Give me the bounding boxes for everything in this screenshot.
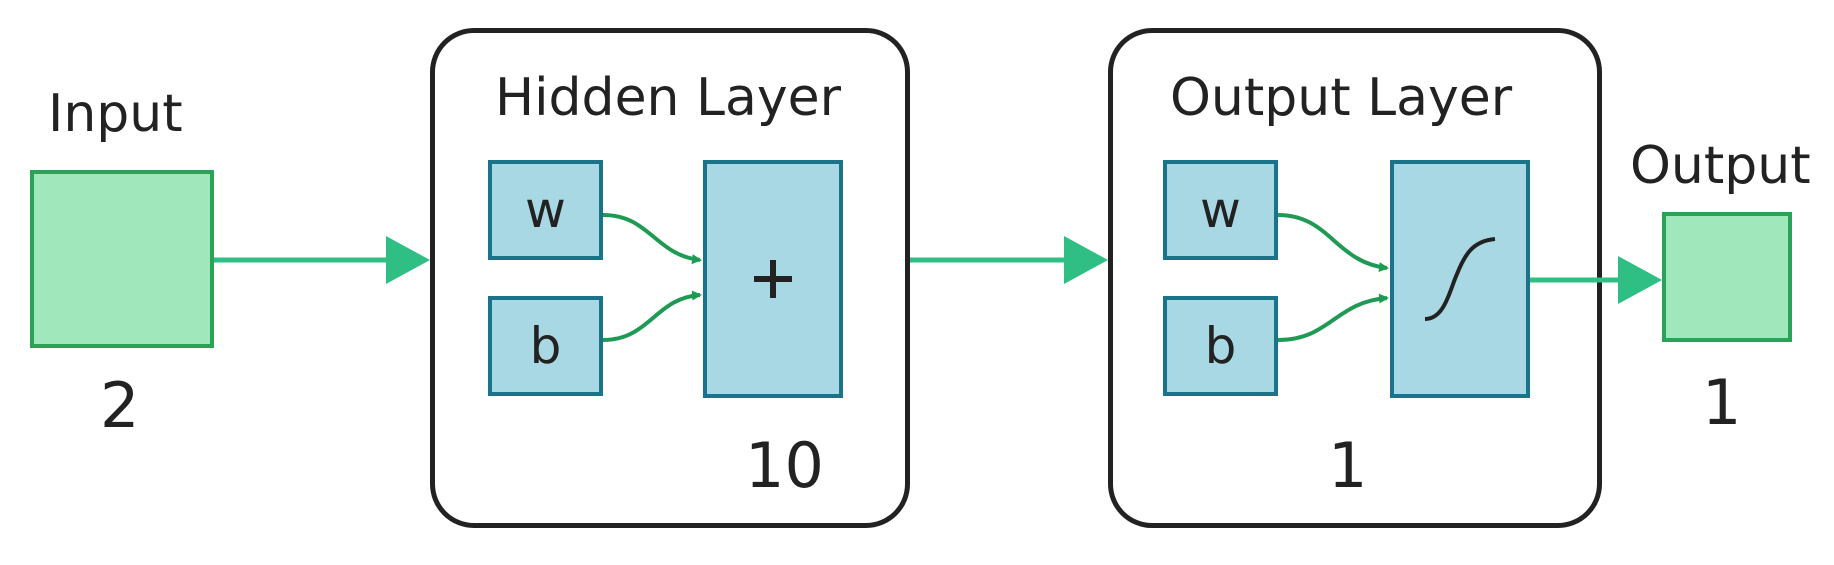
output-size: 1 bbox=[1702, 366, 1742, 439]
output-weight-box: w bbox=[1163, 160, 1278, 260]
output-bias-box: b bbox=[1163, 296, 1278, 396]
hidden-weight-box: w bbox=[488, 160, 603, 260]
output-label: Output bbox=[1630, 136, 1811, 196]
output-activation-box bbox=[1390, 160, 1530, 398]
output-layer-panel bbox=[1108, 28, 1602, 528]
hidden-sum-box bbox=[703, 160, 843, 398]
hidden-weight-label: w bbox=[525, 181, 566, 239]
hidden-bias-label: b bbox=[529, 317, 562, 375]
input-to-hidden-arrowhead bbox=[386, 236, 430, 284]
input-node bbox=[30, 170, 214, 348]
hidden-bias-box: b bbox=[488, 296, 603, 396]
plus-icon bbox=[754, 260, 792, 298]
output-bias-label: b bbox=[1204, 317, 1237, 375]
input-label: Input bbox=[48, 84, 183, 144]
hidden-units: 10 bbox=[745, 429, 824, 502]
hidden-bias-wire bbox=[602, 290, 702, 342]
output-node bbox=[1662, 212, 1792, 342]
hidden-weight-wire bbox=[602, 213, 702, 265]
output-bias-wire bbox=[1277, 293, 1389, 342]
sigmoid-icon bbox=[1424, 237, 1496, 321]
output-layer-title: Output Layer bbox=[1170, 68, 1513, 128]
output-weight-wire bbox=[1277, 213, 1389, 273]
input-size: 2 bbox=[100, 369, 140, 442]
output-layer-units: 1 bbox=[1328, 429, 1368, 502]
layer-to-output-arrowhead bbox=[1618, 256, 1662, 304]
output-weight-label: w bbox=[1200, 181, 1241, 239]
hidden-to-output-arrowhead bbox=[1064, 236, 1108, 284]
hidden-layer-title: Hidden Layer bbox=[495, 68, 842, 128]
